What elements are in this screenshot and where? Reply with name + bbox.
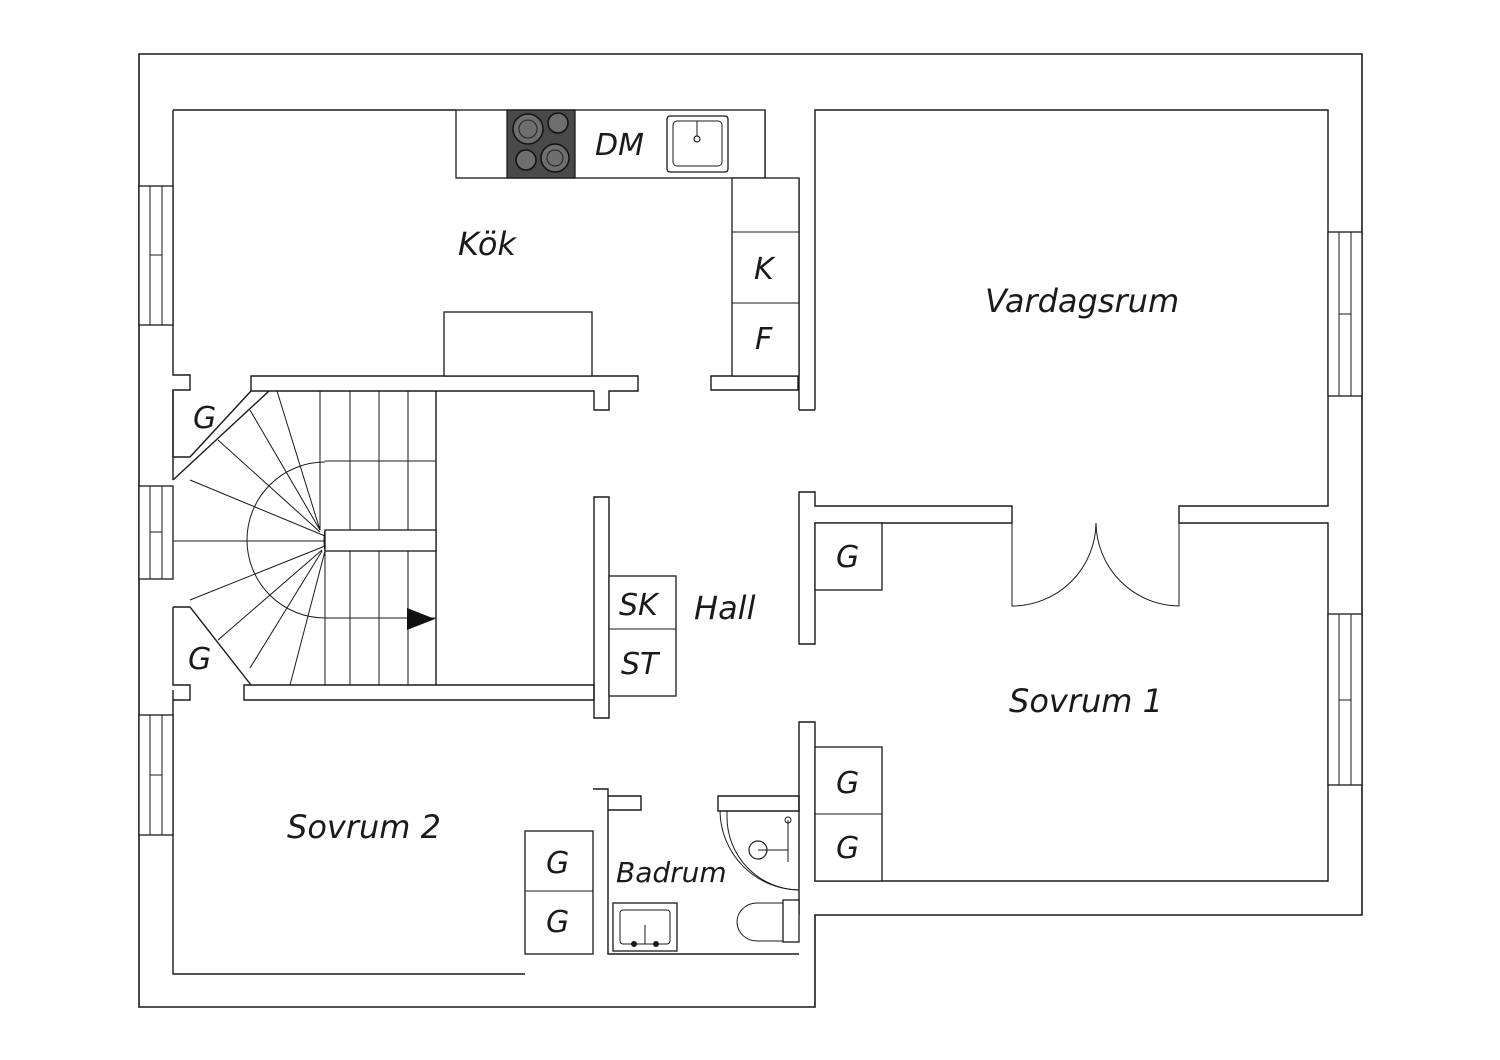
- shoe-cabinet-label: SK: [619, 588, 660, 623]
- room-label-sovrum2: Sovrum 2: [287, 808, 441, 846]
- toilet-icon: [736, 899, 800, 943]
- wardrobe-label: G: [546, 905, 569, 940]
- staircase: [173, 390, 437, 686]
- window-kok: [138, 185, 174, 326]
- window-sovrum2: [138, 714, 174, 836]
- kitchen-counter: [455, 109, 766, 179]
- labels: Kök Vardagsrum Hall Sovrum 1 Sovrum 2 Ba…: [188, 128, 1179, 940]
- room-label-vardagsrum: Vardagsrum: [985, 282, 1179, 320]
- freezer-label: F: [755, 322, 773, 357]
- shower-icon: [719, 810, 800, 891]
- wardrobe-label: G: [836, 831, 859, 866]
- wardrobe-label: G: [836, 540, 859, 575]
- window-stair: [138, 485, 174, 580]
- window-sovrum1: [1327, 613, 1363, 786]
- cleaning-closet-label: ST: [621, 647, 661, 682]
- bath-sink-icon: [612, 902, 678, 952]
- windows: [138, 185, 1363, 836]
- kitchen-cabinets: [731, 177, 800, 377]
- room-label-sovrum1: Sovrum 1: [1009, 682, 1163, 720]
- fridge-label: K: [754, 252, 776, 287]
- wardrobe-label: G: [546, 846, 569, 881]
- sink-icon: [666, 115, 729, 173]
- kitchen-island: [443, 311, 593, 377]
- exterior-walls: [138, 53, 1363, 1008]
- hall-closets: [608, 575, 677, 697]
- room-label-badrum: Badrum: [616, 856, 727, 889]
- dishwasher-label: DM: [595, 128, 644, 163]
- window-vardagsrum: [1327, 231, 1363, 397]
- stove-icon: [506, 109, 576, 179]
- wardrobe-label: G: [836, 766, 859, 801]
- wardrobe-label: G: [188, 642, 211, 677]
- stair-arrow-icon: [407, 608, 435, 630]
- room-label-kok: Kök: [458, 225, 517, 263]
- room-label-hall: Hall: [694, 589, 756, 627]
- bathroom-fixtures: [612, 810, 800, 952]
- wardrobe-label: G: [193, 401, 216, 436]
- double-door: [1011, 522, 1180, 607]
- wardrobes: [524, 522, 883, 955]
